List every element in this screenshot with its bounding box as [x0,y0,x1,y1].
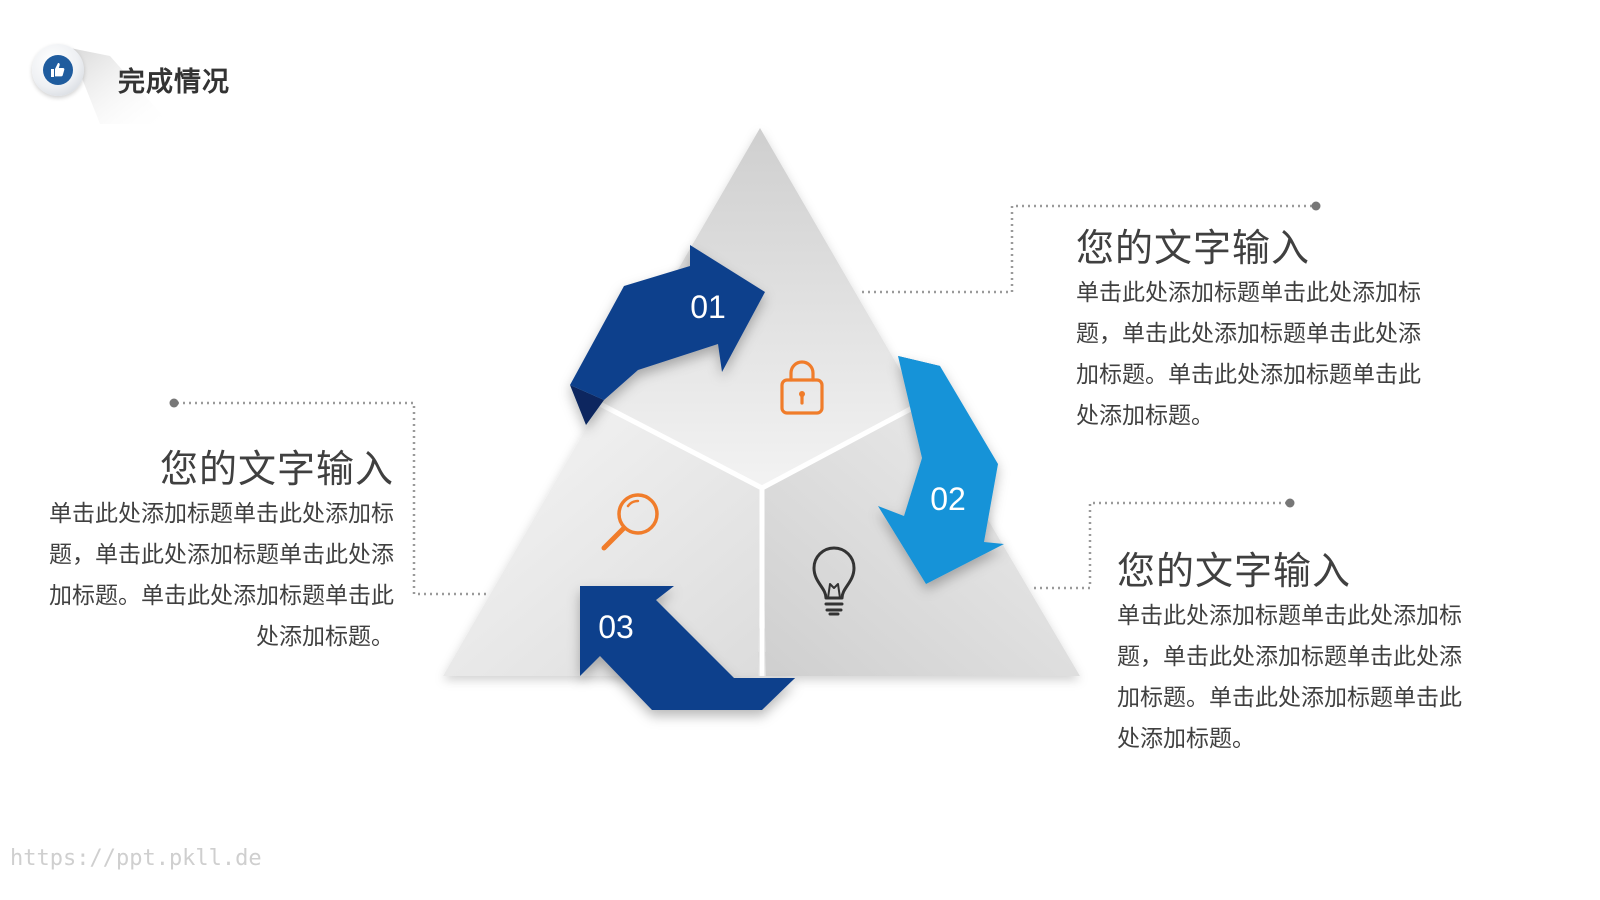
connector-right-top [862,204,1314,294]
connector-dot-right-top [1311,201,1321,211]
arrow-step-03 [580,586,795,710]
page-title: 完成情况 [118,67,230,98]
arrow-step-02 [878,356,1004,584]
text-block-left-title: 您的文字输入 [159,447,394,491]
text-block-right-top-body: 单击此处添加标题单击此处添加标题，单击此处添加标题单击此处添加标题。单击此处添加… [1076,280,1421,429]
arrow-step-02-shape [878,356,1004,584]
connector-left [174,401,486,596]
thumbs-up-icon [43,55,73,85]
text-block-right-bottom-body: 单击此处添加标题单击此处添加标题，单击此处添加标题单击此处添加标题。单击此处添加… [1117,603,1462,752]
connectors [174,204,1314,596]
text-block-right-top: 您的文字输入 单击此处添加标题单击此处添加标题，单击此处添加标题单击此处添加标题… [1076,225,1436,437]
text-block-right-bottom-title: 您的文字输入 [1117,549,1352,593]
triangle-body [443,128,1080,676]
triangle-left-section [443,404,762,676]
arrow-step-01 [570,245,765,425]
lightbulb-icon [812,546,856,616]
connector-dot-right-bottom [1285,498,1295,508]
step-number-03: 03 [598,609,634,645]
header-badge [32,44,84,96]
padlock-icon [780,360,824,415]
connector-right-bottom [1034,501,1288,590]
triangle-top-section [600,128,920,488]
arrow-step-01-shape [570,245,765,400]
magnifier-icon [601,493,659,551]
text-block-right-top-title: 您的文字输入 [1076,226,1311,270]
step-number-02: 02 [930,481,966,517]
step-number-01: 01 [690,289,726,325]
watermark-url: https://ppt.pkll.de [10,846,262,871]
header-shadow [70,48,170,124]
text-block-right-bottom: 您的文字输入 单击此处添加标题单击此处添加标题，单击此处添加标题单击此处添加标题… [1117,548,1477,760]
arrow-step-03-shape [580,586,795,710]
slide-header: 完成情况 [32,44,292,124]
connector-dot-left [169,398,179,408]
text-block-left-body: 单击此处添加标题单击此处添加标题，单击此处添加标题单击此处添加标题。单击此处添加… [49,501,394,650]
text-block-left: 您的文字输入 单击此处添加标题单击此处添加标题，单击此处添加标题单击此处添加标题… [44,446,394,658]
